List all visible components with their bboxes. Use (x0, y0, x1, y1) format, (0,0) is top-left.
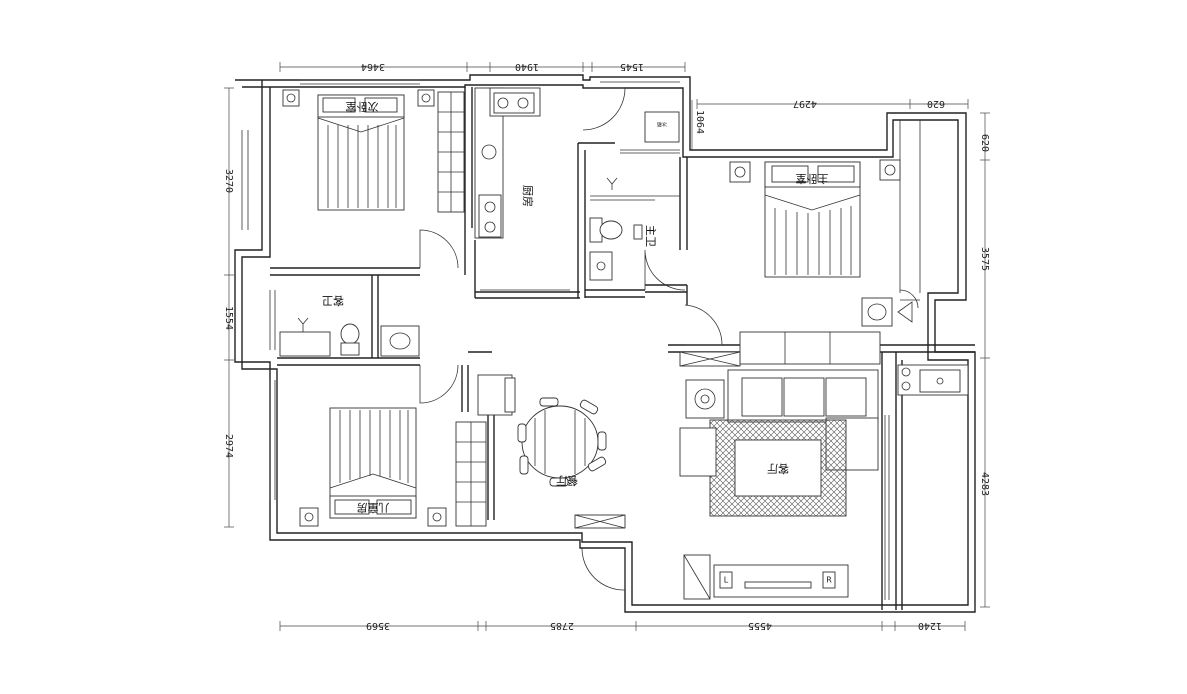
kitchen: 厨房 (474, 87, 541, 239)
stove-icon (478, 194, 502, 238)
guest-bath: 客卫 (279, 294, 420, 357)
speaker-right-label: R (826, 576, 832, 585)
dim-right-3: 4283 (979, 472, 990, 496)
room-label-guest-bath: 客卫 (322, 294, 344, 308)
dim-top-small: 1064 (694, 110, 705, 134)
fridge-label: 冰箱 (657, 121, 667, 128)
room-label-master-bedroom: 主卧室 (796, 172, 829, 186)
dim-top-4: 4297 (793, 98, 817, 109)
dining-table (521, 405, 599, 479)
room-label-master-bath: 主卫 (644, 225, 657, 247)
coffee-table (734, 439, 822, 497)
dim-right-2: 3575 (979, 247, 990, 271)
guest-toilet-icon (340, 323, 360, 345)
doors (419, 87, 919, 591)
speaker-left-label: L (724, 576, 729, 585)
fridge-icon (644, 111, 680, 143)
guest-washbasin-icon (380, 325, 420, 357)
living-room: 客厅 L R (679, 331, 969, 600)
armchair-icon (861, 297, 893, 327)
dim-right-1: 620 (979, 134, 990, 152)
dim-top-3: 1545 (620, 61, 644, 72)
room-label-children-room: 儿童房 (357, 501, 390, 515)
dimension-lines (224, 62, 990, 631)
room-label-dining: 餐厅 (556, 474, 578, 488)
washbasin-icon (589, 251, 613, 281)
children-room: 儿童房 (299, 407, 487, 527)
dim-bottom-4: 1240 (918, 620, 942, 631)
dim-left-3: 2974 (223, 434, 234, 458)
dim-left-2: 1554 (223, 306, 234, 330)
cabinet-top (739, 331, 881, 365)
dining: 餐厅 (477, 374, 626, 529)
tv-icon (744, 581, 812, 589)
dining-chairs (517, 397, 607, 487)
armchair-left (679, 427, 717, 477)
master-bath: 冰箱 主卫 (589, 111, 680, 281)
dimension-labels: 3464 1940 1545 4297 620 1064 3569 2785 4… (223, 61, 990, 631)
secondary-bedroom: 次卧室 (282, 89, 465, 213)
dim-top-2: 1940 (515, 61, 539, 72)
bed-stripes (327, 125, 397, 208)
dim-top-1: 3464 (361, 61, 385, 72)
side-table (685, 379, 725, 419)
dim-bottom-1: 3569 (366, 620, 390, 631)
room-label-secondary-bedroom: 次卧室 (346, 100, 379, 114)
dim-left-1: 3270 (223, 169, 234, 193)
dim-top-5: 620 (927, 98, 945, 109)
balcony-sink-icon (919, 369, 961, 393)
master-bedroom: 主卧室 (729, 159, 913, 327)
dim-bottom-2: 2785 (550, 620, 574, 631)
room-label-kitchen: 厨房 (521, 185, 534, 207)
dim-bottom-3: 4555 (748, 620, 772, 631)
room-label-living: 客厅 (767, 462, 789, 476)
